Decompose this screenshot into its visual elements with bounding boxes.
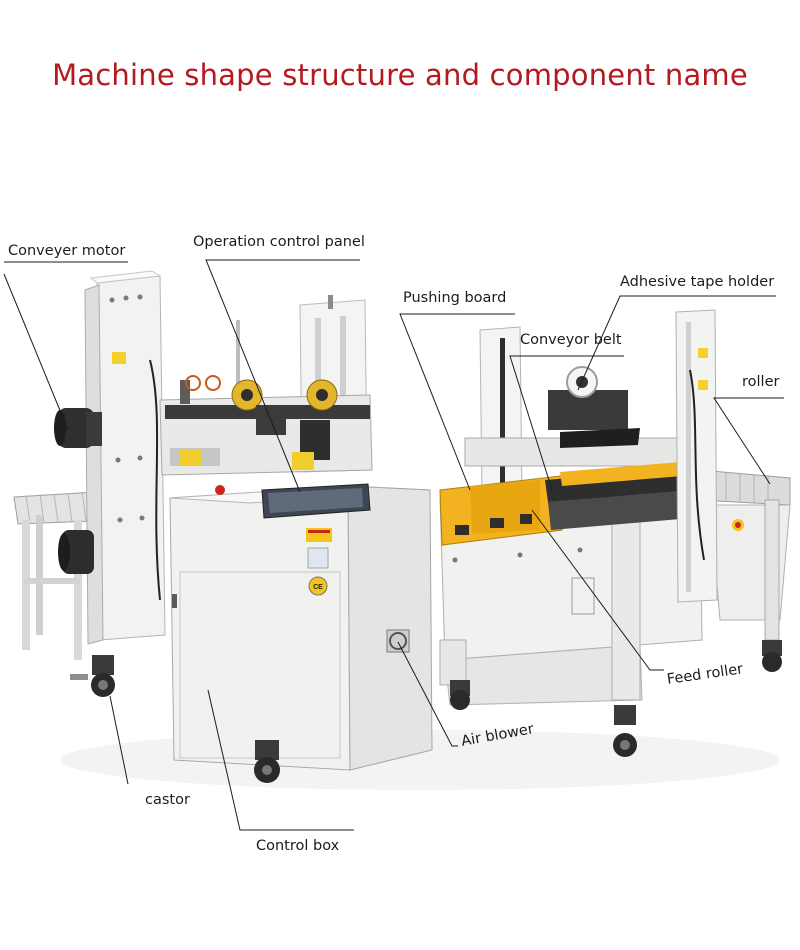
- label-conveyor-belt: Conveyor belt: [520, 332, 622, 348]
- label-operation-control-panel: Operation control panel: [193, 234, 365, 250]
- right-upright-column: [675, 309, 718, 603]
- label-adhesive-tape-holder: Adhesive tape holder: [620, 274, 775, 290]
- control-box: [169, 485, 433, 771]
- pushing-board: [439, 475, 563, 546]
- label-control-box: Control box: [256, 838, 340, 854]
- label-pushing-board: Pushing board: [403, 290, 507, 306]
- ce-mark: CE: [313, 584, 323, 591]
- label-conveyer-motor: Conveyer motor: [8, 243, 126, 259]
- adhesive-tape-holder: [548, 366, 640, 448]
- left-column: [84, 270, 166, 645]
- page-title: Machine shape structure and component na…: [52, 58, 748, 92]
- label-roller: roller: [742, 374, 780, 390]
- label-castor: castor: [145, 792, 190, 808]
